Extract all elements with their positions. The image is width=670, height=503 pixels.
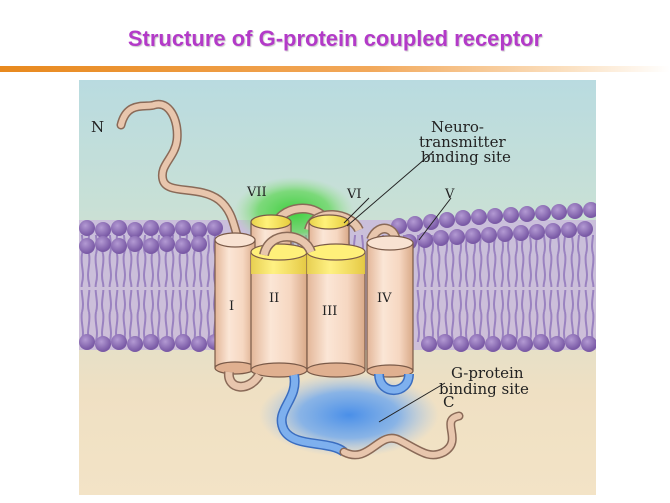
helix-vi-label: VI [346, 187, 362, 202]
neurotransmitter-label-1: Neuro- [431, 118, 484, 136]
helix-vi-leader [343, 197, 370, 224]
helix-ii [250, 243, 308, 378]
neurotransmitter-label-2: transmitter [419, 133, 506, 151]
title-divider [0, 66, 670, 72]
intracellular-loops [224, 371, 414, 457]
gpcr-figure: N C I II III IV V VI VII Neuro- transmit… [79, 80, 596, 495]
slide-title: Structure of G-protein coupled receptor [127, 26, 543, 51]
neurotransmitter-leader [346, 151, 434, 227]
helix-iv-label: IV [377, 291, 392, 306]
helix-vii-label: VII [246, 185, 267, 200]
helix-v-leader [418, 197, 452, 241]
helix-iv [366, 235, 414, 378]
n-terminus-label: N [91, 118, 104, 136]
c-terminus-label: C [443, 393, 454, 411]
helix-v-label: V [444, 187, 455, 202]
gpcr-diagram: N C I II III IV V VI VII Neuro- transmit… [79, 80, 596, 495]
gprotein-label-1: G-protein [451, 364, 524, 382]
gprotein-label-2: binding site [439, 380, 529, 398]
helix-i [214, 232, 256, 375]
helix-i-label: I [229, 299, 234, 314]
helix-ii-label: II [269, 291, 279, 306]
helix-iii-label: III [322, 304, 337, 319]
neurotransmitter-label-3: binding site [421, 148, 511, 166]
gprotein-leader [378, 382, 446, 423]
helix-iii [306, 243, 366, 378]
